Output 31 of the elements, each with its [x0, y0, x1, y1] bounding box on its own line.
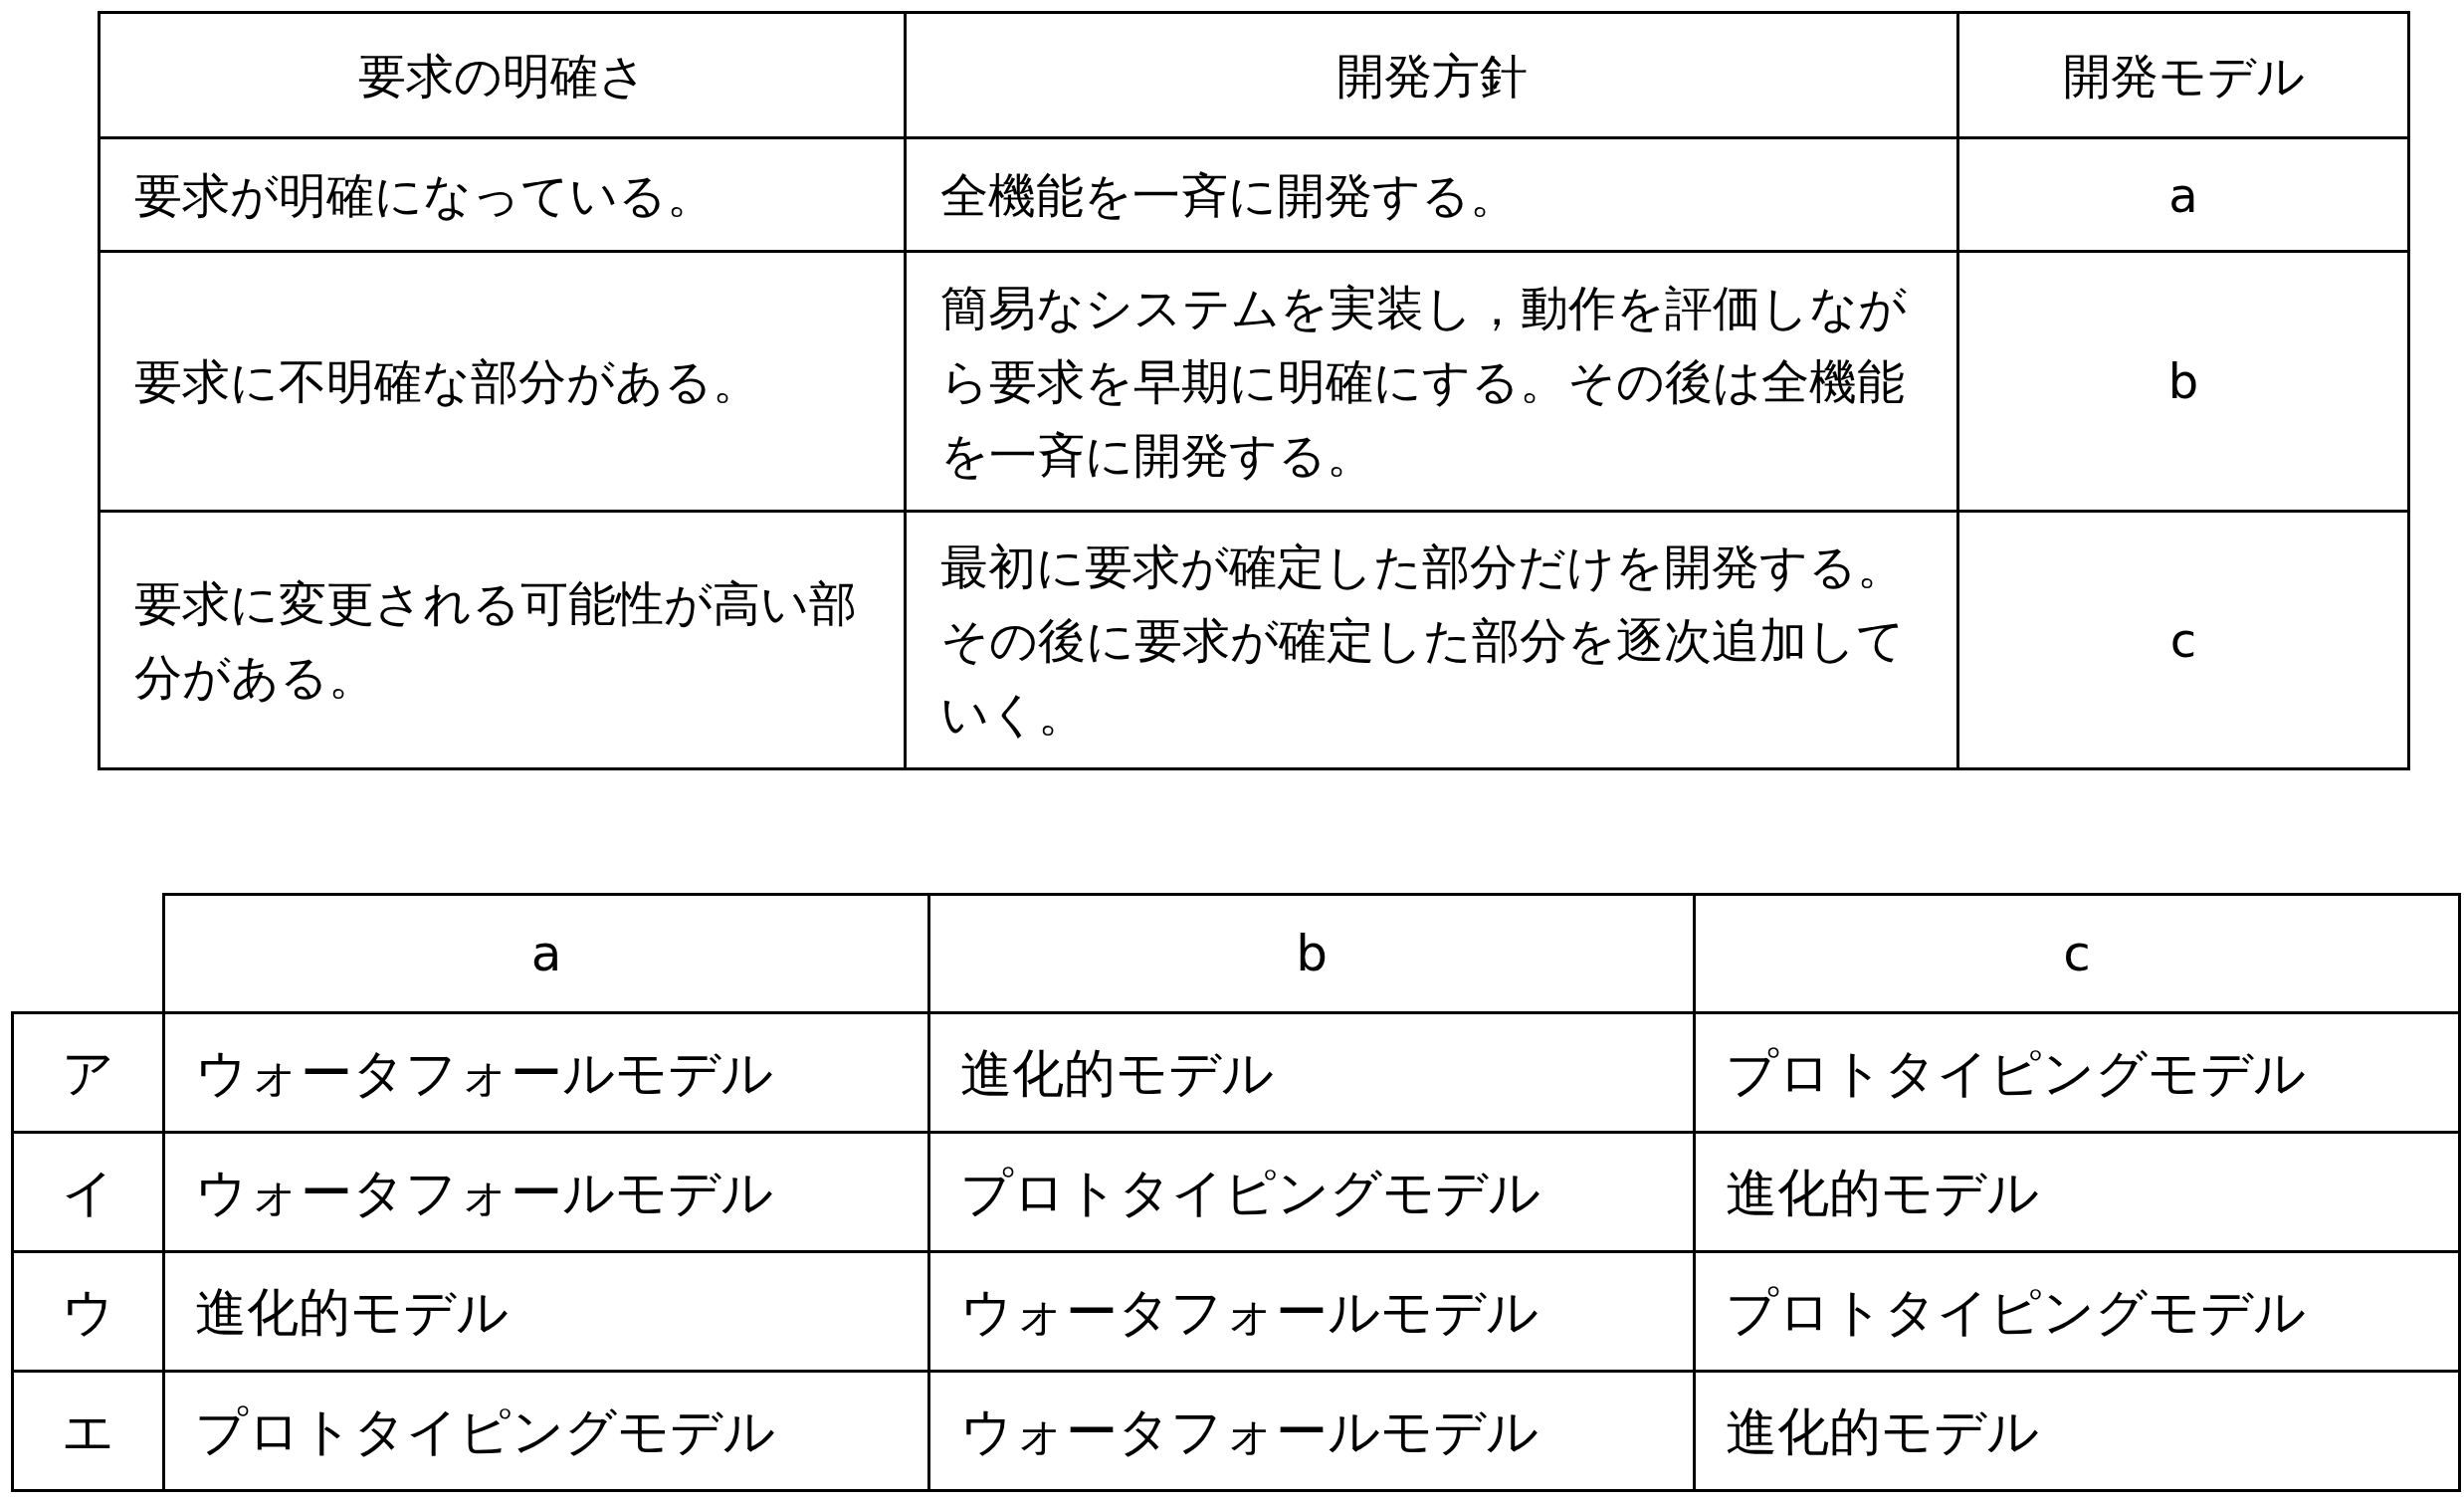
cell-text: ウォータフォールモデル [928, 1251, 1695, 1372]
cell-text: ウォータフォールモデル [928, 1371, 1695, 1491]
column-header: b [928, 894, 1695, 1013]
row-label: イ [12, 1132, 164, 1252]
cell-text: 進化的モデル [163, 1251, 929, 1372]
column-header: 要求の明確さ [99, 12, 906, 138]
answer-letter: b [1957, 251, 2409, 512]
cell-text: ウォータフォールモデル [163, 1132, 929, 1252]
cell-text: 要求が明確になっている。 [99, 137, 906, 252]
cell-text: 最初に要求が確定した部分だけを開発する。その後に要求が確定した部分を逐次追加していく。 [905, 511, 1958, 769]
answer-letter: a [1957, 137, 2409, 252]
cell-text: プロトタイピングモデル [928, 1132, 1695, 1252]
cell-text: プロトタイピングモデル [1694, 1251, 2460, 1372]
cell-text: プロトタイピングモデル [1694, 1012, 2460, 1133]
cell-text: 進化的モデル [1694, 1371, 2460, 1491]
row-label: エ [12, 1371, 164, 1491]
row-label: ア [12, 1012, 164, 1133]
cell-text: ウォータフォールモデル [163, 1012, 929, 1133]
cell-text: 進化的モデル [1694, 1132, 2460, 1252]
cell-text: 進化的モデル [928, 1012, 1695, 1133]
cell-text: プロトタイピングモデル [163, 1371, 929, 1491]
cell-text: 要求に変更される可能性が高い部分がある。 [99, 511, 906, 769]
column-header: a [163, 894, 929, 1013]
column-header: 開発方針 [905, 12, 1958, 138]
row-label: ウ [12, 1251, 164, 1372]
column-header: c [1694, 894, 2460, 1013]
cell-text: 簡易なシステムを実装し，動作を評価しながら要求を早期に明確にする。その後は全機能を一斉に開発する。 [905, 251, 1958, 512]
cell-text: 要求に不明確な部分がある。 [99, 251, 906, 512]
column-header: 開発モデル [1957, 12, 2409, 138]
answer-letter: c [1957, 511, 2409, 769]
cell-text: 全機能を一斉に開発する。 [905, 137, 1958, 252]
